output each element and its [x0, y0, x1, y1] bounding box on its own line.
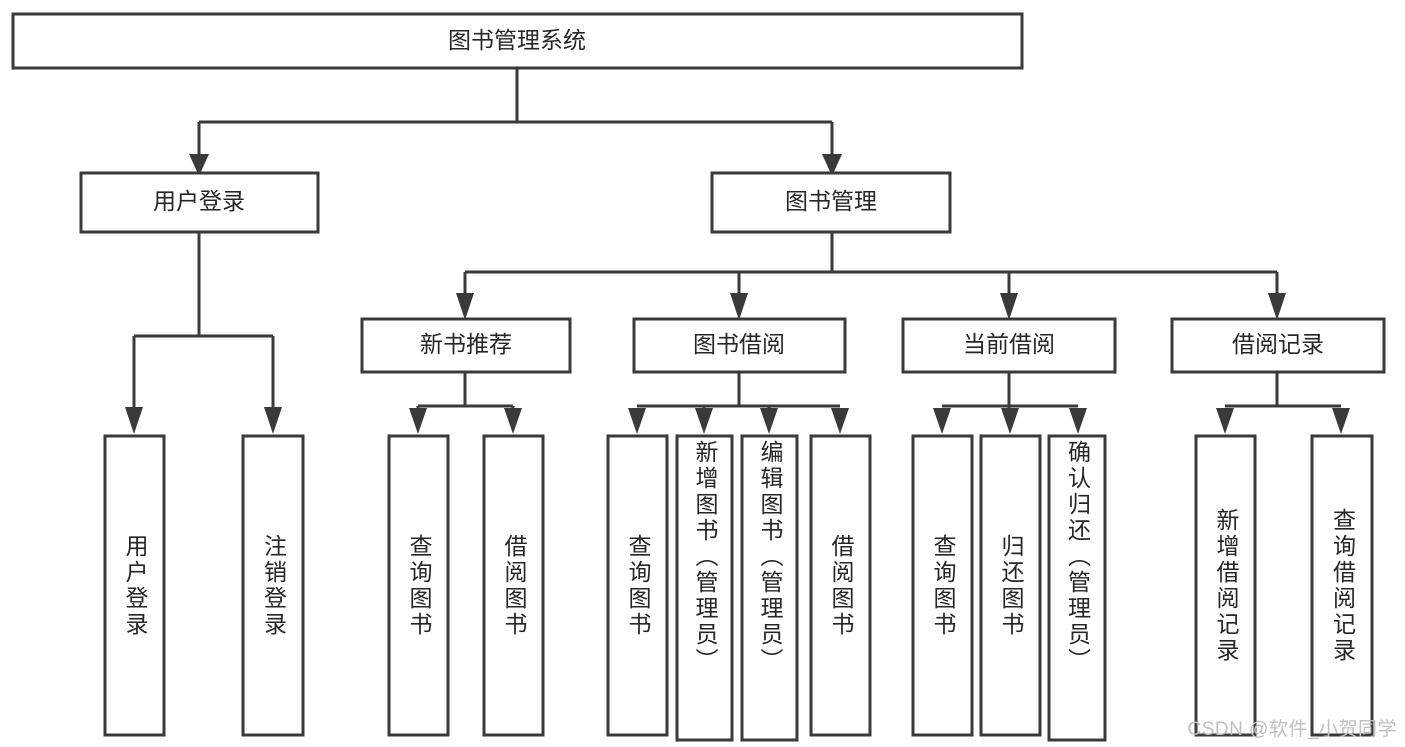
- leaf-add-book-box[interactable]: [675, 434, 734, 742]
- node-new-book-recommend-label: 新书推荐: [420, 331, 512, 357]
- node-borrow-record-label: 借阅记录: [1232, 331, 1324, 357]
- leaf-borrow-book-1-box[interactable]: [482, 434, 545, 737]
- node-user-login-label: 用户登录: [153, 188, 245, 214]
- node-book-manage-label: 图书管理: [785, 188, 877, 214]
- node-book-borrow[interactable]: 图书借阅: [632, 317, 847, 374]
- connector-group-book-borrow: [628, 372, 849, 434]
- leaf-confirm-return-box[interactable]: [1047, 434, 1107, 742]
- arrow-head-user-login: [189, 154, 209, 176]
- arrow-head-leaf-query-book-2: [628, 408, 646, 434]
- connector-group-book-manage: [456, 232, 1286, 320]
- node-current-borrow[interactable]: 当前借阅: [901, 317, 1117, 374]
- node-root-box[interactable]: [11, 12, 1024, 70]
- leaf-edit-book-box[interactable]: [740, 434, 799, 742]
- arrow-head-book-borrow: [730, 293, 748, 320]
- leaf-query-book-3-box[interactable]: [911, 434, 974, 737]
- node-user-login-box[interactable]: [79, 171, 320, 234]
- arrow-head-leaf-borrow-book-2: [831, 408, 849, 434]
- arrow-head-leaf-return-book: [1001, 408, 1019, 434]
- leaf-add-record-box[interactable]: [1194, 434, 1257, 737]
- arrow-head-leaf-query-record: [1332, 408, 1350, 434]
- node-current-borrow-label: 当前借阅: [963, 331, 1055, 357]
- arrow-head-leaf-add-book: [695, 408, 713, 434]
- node-root-label: 图书管理系统: [448, 27, 586, 53]
- node-book-borrow-box[interactable]: [632, 317, 847, 374]
- leaf-return-book-box[interactable]: [979, 434, 1042, 737]
- leaf-user-login-box[interactable]: [103, 434, 166, 737]
- node-book-manage[interactable]: 图书管理: [710, 171, 952, 234]
- arrow-head-leaf-user-login: [125, 407, 143, 434]
- arrow-head-leaf-query-book-3: [933, 408, 951, 434]
- connector-group-user-login: [125, 232, 282, 434]
- node-root[interactable]: 图书管理系统: [11, 12, 1024, 70]
- node-book-borrow-label: 图书借阅: [693, 331, 785, 357]
- arrow-head-leaf-confirm-return: [1069, 408, 1087, 434]
- leaf-boxes: [103, 434, 1374, 742]
- arrow-head-new-book: [456, 293, 474, 320]
- node-user-login[interactable]: 用户登录: [79, 171, 320, 234]
- connector-group-root: [189, 68, 842, 176]
- arrow-head-leaf-query-book-1: [409, 408, 427, 434]
- arrow-head-leaf-add-record: [1216, 408, 1234, 434]
- connector-group-borrow-record: [1216, 372, 1350, 434]
- node-book-manage-box[interactable]: [710, 171, 952, 234]
- leaf-query-book-2-box[interactable]: [606, 434, 669, 737]
- node-current-borrow-box[interactable]: [901, 317, 1117, 374]
- node-borrow-record[interactable]: 借阅记录: [1170, 317, 1386, 374]
- leaf-query-record-box[interactable]: [1310, 434, 1374, 737]
- connector-group-current-borrow: [933, 372, 1087, 434]
- watermark-text: CSDN @软件_小贺同学: [1187, 719, 1397, 740]
- arrow-head-current-borrow: [1000, 293, 1018, 320]
- node-new-book-recommend[interactable]: 新书推荐: [360, 317, 572, 374]
- leaf-borrow-book-2-box[interactable]: [809, 434, 872, 737]
- arrow-head-leaf-logout: [264, 407, 282, 434]
- arrow-head-borrow-record: [1268, 293, 1286, 320]
- connector-group-new-book-recommend: [409, 372, 522, 434]
- node-new-book-recommend-box[interactable]: [360, 317, 572, 374]
- arrow-head-leaf-edit-book: [760, 408, 778, 434]
- leaf-query-book-1-box[interactable]: [387, 434, 450, 737]
- arrow-head-book-manage: [822, 154, 842, 176]
- leaf-logout-login-box[interactable]: [241, 434, 305, 737]
- node-borrow-record-box[interactable]: [1170, 317, 1386, 374]
- arrow-head-leaf-borrow-book-1: [504, 408, 522, 434]
